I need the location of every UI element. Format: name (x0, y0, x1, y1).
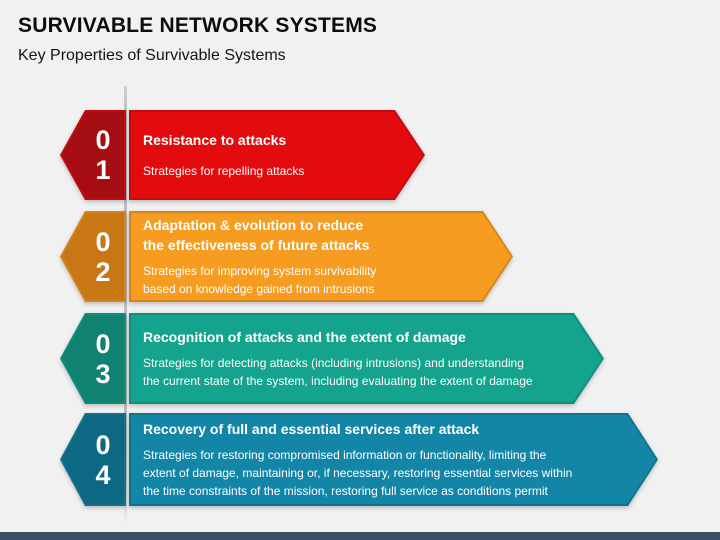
number-label-4: 0 4 (95, 429, 111, 490)
property-title-1: Resistance to attacks (143, 132, 287, 149)
property-content-3: Recognition of attacks and the extent of… (129, 313, 604, 404)
number-badge-3: 0 3 (60, 313, 126, 404)
property-arrow-4-fill (131, 415, 656, 504)
footer-bar (0, 532, 720, 540)
property-content-2: Adaptation & evolution to reduce the eff… (129, 211, 513, 302)
number-label-2: 0 2 (95, 226, 111, 287)
property-title-3: Recognition of attacks and the extent of… (143, 328, 466, 345)
number-label-3: 0 3 (95, 328, 111, 389)
property-desc-3: Strategies for detecting attacks (includ… (143, 356, 533, 389)
property-arrow-2-fill (131, 213, 511, 300)
property-title-4: Recovery of full and essential services … (143, 420, 480, 437)
property-banner-4: 0 4 Recovery of full and essential servi… (60, 413, 658, 506)
property-banner-2: 0 2 Adaptation & evolution to reduce the… (60, 211, 513, 302)
number-badge-4: 0 4 (60, 413, 126, 506)
property-arrow-2: Adaptation & evolution to reduce the eff… (129, 211, 513, 302)
number-badge-1: 0 1 (60, 110, 126, 200)
property-content-1: Resistance to attacks Strategies for rep… (129, 110, 425, 200)
property-content-4: Recovery of full and essential services … (129, 413, 658, 506)
property-arrow-1: Resistance to attacks Strategies for rep… (129, 110, 425, 200)
number-badge-2: 0 2 (60, 211, 126, 302)
property-desc-4: Strategies for restoring compromised inf… (143, 448, 573, 499)
property-desc-2: Strategies for improving system survivab… (143, 264, 377, 297)
vertical-divider-line (124, 86, 127, 527)
property-arrow-1-fill (131, 112, 423, 198)
page-title: SURVIVABLE NETWORK SYSTEMS (18, 14, 378, 37)
property-title-2: Adaptation & evolution to reduce the eff… (143, 216, 370, 253)
number-label-1: 0 1 (95, 125, 111, 185)
property-banner-3: 0 3 Recognition of attacks and the exten… (60, 313, 604, 404)
property-banner-1: 0 1 Resistance to attacks Strategies for… (60, 110, 425, 200)
property-arrow-3: Recognition of attacks and the extent of… (129, 313, 604, 404)
property-arrow-3-fill (131, 315, 602, 402)
page-subtitle: Key Properties of Survivable Systems (18, 47, 286, 64)
property-arrow-4: Recovery of full and essential services … (129, 413, 658, 506)
property-desc-1: Strategies for repelling attacks (143, 163, 305, 178)
